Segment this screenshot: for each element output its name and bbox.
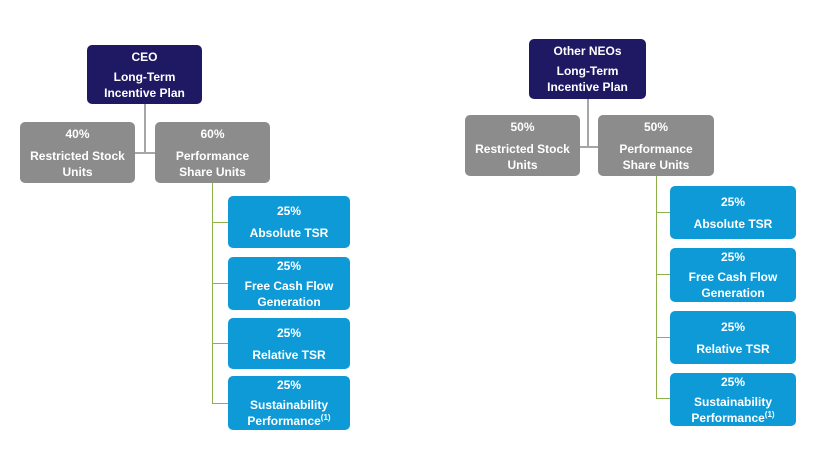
ceo-metric-4-label-line2: Performance bbox=[247, 414, 321, 428]
ceo-metric-4-pct: 25% bbox=[276, 378, 302, 392]
ceo-connector-metric-1 bbox=[212, 222, 228, 223]
neos-metric-1-label: Absolute TSR bbox=[693, 216, 773, 231]
neos-metric-sustainability: 25% Sustainability Performance(1) bbox=[670, 373, 796, 426]
ceo-metric-absolute-tsr: 25% Absolute TSR bbox=[228, 196, 350, 248]
neos-rsu-pct: 50% bbox=[510, 119, 535, 134]
neos-connector-metric-3 bbox=[656, 337, 670, 338]
neos-metric-2-pct: 25% bbox=[720, 250, 746, 264]
neos-psu-box: 50% Performance Share Units bbox=[598, 115, 714, 176]
neos-connector-plan-down bbox=[587, 98, 589, 147]
ceo-metric-4-footnote: (1) bbox=[320, 413, 331, 422]
neos-metric-4-label-line2: Performance bbox=[691, 410, 765, 425]
ceo-connector-plan-down bbox=[144, 104, 146, 153]
neos-metric-1-pct: 25% bbox=[720, 194, 746, 209]
ceo-metric-2-label-line2: Generation bbox=[257, 294, 321, 309]
neos-plan-role: Other NEOs bbox=[553, 44, 622, 58]
neos-metric-4-pct: 25% bbox=[720, 374, 746, 389]
neos-metric-relative-tsr: 25% Relative TSR bbox=[670, 311, 796, 364]
ceo-psu-pct: 60% bbox=[200, 126, 225, 141]
ceo-metric-1-pct: 25% bbox=[276, 204, 302, 218]
neos-metric-absolute-tsr: 25% Absolute TSR bbox=[670, 186, 796, 239]
ceo-psu-label-line2: Share Units bbox=[179, 164, 246, 179]
neos-metric-3-pct: 25% bbox=[720, 319, 746, 334]
ceo-metric-free-cash-flow: 25% Free Cash Flow Generation bbox=[228, 257, 350, 310]
ceo-rsu-box: 40% Restricted Stock Units bbox=[20, 122, 135, 183]
ceo-rsu-label-line1: Restricted Stock bbox=[30, 148, 125, 163]
ceo-metric-2-pct: 25% bbox=[276, 258, 302, 273]
ceo-metric-1-label: Absolute TSR bbox=[249, 226, 329, 240]
ceo-rsu-pct: 40% bbox=[65, 126, 90, 141]
neos-rsu-label-line1: Restricted Stock bbox=[475, 141, 570, 156]
neos-connector-metric-4 bbox=[656, 398, 670, 399]
neos-metric-2-label-line2: Generation bbox=[701, 286, 765, 300]
ceo-plan-box: CEO Long-Term Incentive Plan bbox=[87, 45, 202, 104]
ceo-connector-horizontal bbox=[134, 152, 156, 154]
ceo-metric-3-pct: 25% bbox=[276, 325, 302, 340]
neos-plan-title-line1: Long-Term bbox=[556, 64, 619, 78]
ceo-metric-relative-tsr: 25% Relative TSR bbox=[228, 318, 350, 369]
neos-rsu-box: 50% Restricted Stock Units bbox=[465, 115, 580, 176]
neos-plan-title-line2: Incentive Plan bbox=[547, 80, 628, 94]
ceo-metric-4-label-line1: Sustainability bbox=[249, 398, 329, 412]
ceo-metric-2-label-line1: Free Cash Flow bbox=[244, 278, 334, 293]
ceo-metric-sustainability: 25% Sustainability Performance(1) bbox=[228, 376, 350, 430]
ceo-plan-title-line1: Long-Term bbox=[113, 69, 176, 84]
neos-connector-horizontal bbox=[579, 146, 599, 148]
ceo-psu-box: 60% Performance Share Units bbox=[155, 122, 270, 183]
neos-metric-4-footnote: (1) bbox=[764, 409, 775, 419]
ceo-plan-title-line2: Incentive Plan bbox=[104, 85, 185, 100]
ceo-psu-label-line1: Performance bbox=[175, 148, 250, 163]
neos-plan-box: Other NEOs Long-Term Incentive Plan bbox=[529, 39, 646, 99]
neos-psu-label-line1: Performance bbox=[619, 141, 693, 156]
neos-connector-metric-2 bbox=[656, 274, 670, 275]
ceo-metric-3-label: Relative TSR bbox=[252, 347, 326, 362]
neos-rsu-label-line2: Units bbox=[507, 157, 538, 172]
ceo-metric-4-label-line2-wrap: Performance(1) bbox=[247, 413, 330, 429]
ceo-plan-role: CEO bbox=[131, 49, 158, 64]
neos-metric-2-label-line1: Free Cash Flow bbox=[688, 270, 778, 284]
neos-metric-free-cash-flow: 25% Free Cash Flow Generation bbox=[670, 248, 796, 302]
ceo-connector-metric-4 bbox=[212, 403, 228, 404]
neos-psu-pct: 50% bbox=[643, 119, 669, 134]
ceo-connector-metric-2 bbox=[212, 283, 228, 284]
neos-connector-metric-1 bbox=[656, 212, 670, 213]
ceo-connector-metrics-trunk bbox=[212, 183, 213, 404]
neos-metric-4-label-line1: Sustainability bbox=[693, 394, 773, 409]
neos-metric-4-label-line2-wrap: Performance(1) bbox=[691, 410, 774, 426]
neos-metric-3-label: Relative TSR bbox=[696, 341, 770, 356]
neos-psu-label-line2: Share Units bbox=[622, 157, 690, 172]
neos-connector-metrics-trunk bbox=[656, 176, 657, 399]
ceo-connector-metric-3 bbox=[212, 343, 228, 344]
ceo-rsu-label-line2: Units bbox=[62, 164, 93, 179]
